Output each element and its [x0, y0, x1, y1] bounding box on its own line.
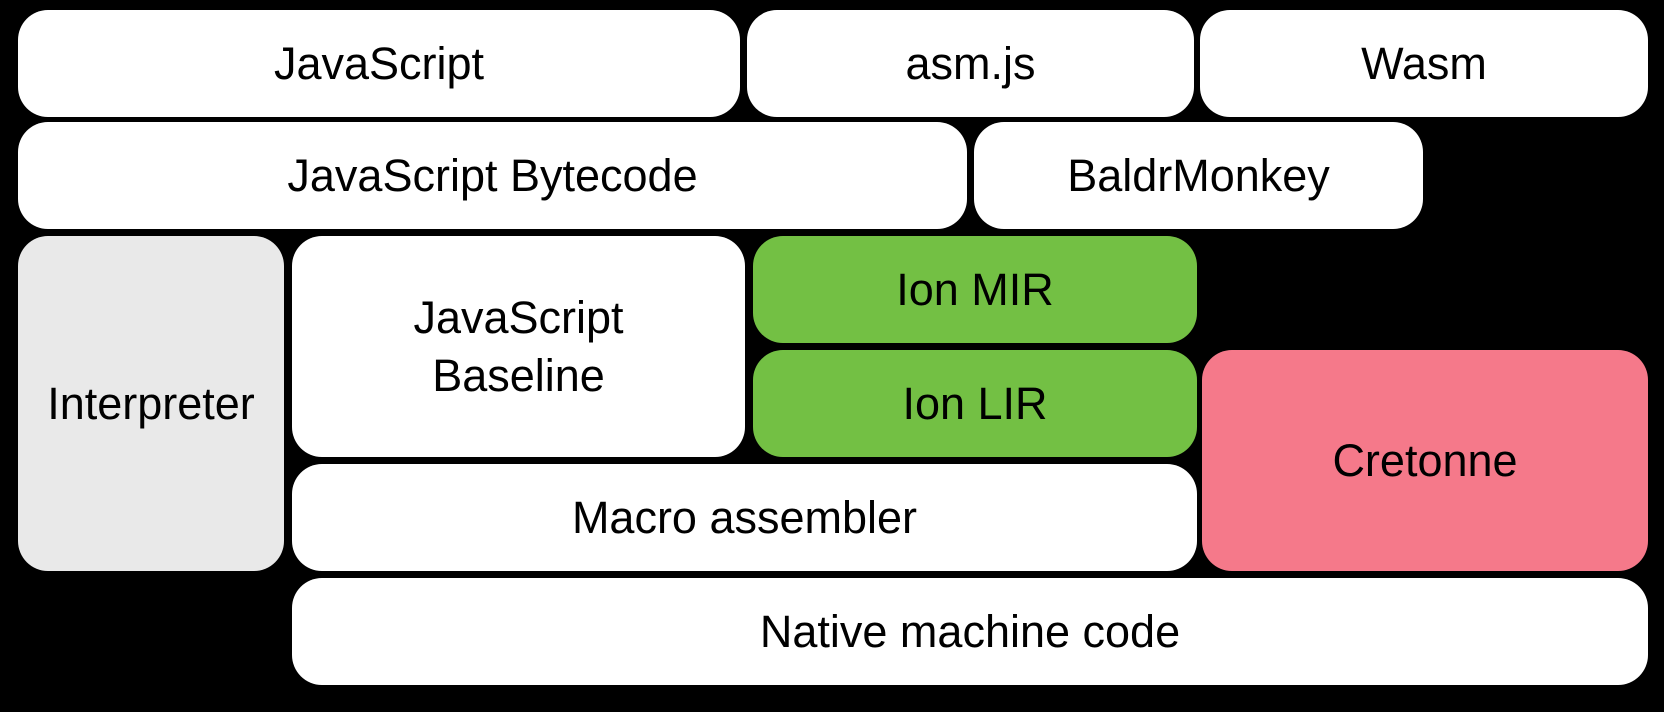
node-javascript-label: JavaScript — [273, 37, 485, 89]
node-wasm-label: Wasm — [1361, 37, 1487, 89]
node-cretonne-label: Cretonne — [1332, 434, 1518, 486]
node-baldrmonkey-label: BaldrMonkey — [1067, 149, 1330, 201]
node-asmjs-label: asm.js — [905, 37, 1036, 89]
node-ion-lir-label: Ion LIR — [902, 377, 1048, 429]
node-cretonne: Cretonne — [1202, 350, 1648, 571]
node-javascript-baseline-label: JavaScript Baseline — [413, 291, 624, 401]
node-asmjs: asm.js — [747, 10, 1194, 117]
node-macro-assembler: Macro assembler — [292, 464, 1197, 571]
node-ion-mir-label: Ion MIR — [896, 263, 1054, 315]
node-baldrmonkey: BaldrMonkey — [974, 122, 1423, 229]
node-wasm: Wasm — [1200, 10, 1648, 117]
node-javascript-baseline: JavaScript Baseline — [292, 236, 745, 457]
node-macro-assembler-label: Macro assembler — [571, 491, 918, 543]
node-ion-lir: Ion LIR — [753, 350, 1197, 457]
node-native-machine-code-label: Native machine code — [759, 605, 1181, 657]
node-javascript: JavaScript — [18, 10, 740, 117]
node-ion-mir: Ion MIR — [753, 236, 1197, 343]
node-javascript-bytecode: JavaScript Bytecode — [18, 122, 967, 229]
node-native-machine-code: Native machine code — [292, 578, 1648, 685]
node-interpreter: Interpreter — [18, 236, 284, 571]
node-interpreter-label: Interpreter — [47, 377, 255, 429]
node-javascript-bytecode-label: JavaScript Bytecode — [287, 149, 698, 201]
